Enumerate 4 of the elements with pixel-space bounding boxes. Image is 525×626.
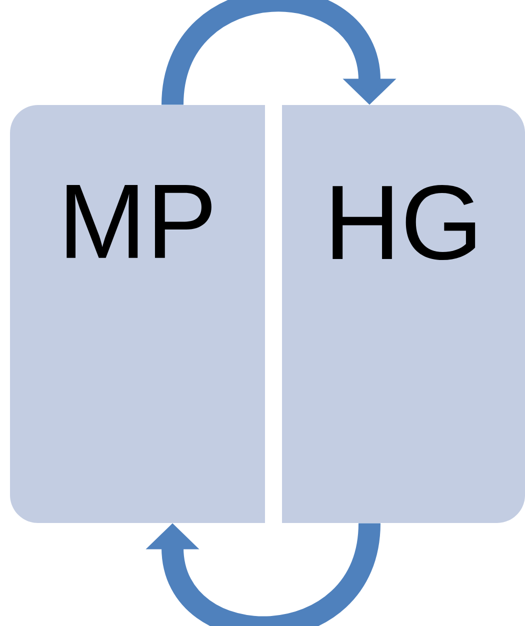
panel-box: HG	[282, 105, 525, 523]
curved-arrow	[162, 0, 396, 106]
curved-arrow	[146, 522, 380, 626]
panel-box: MP	[10, 105, 265, 523]
